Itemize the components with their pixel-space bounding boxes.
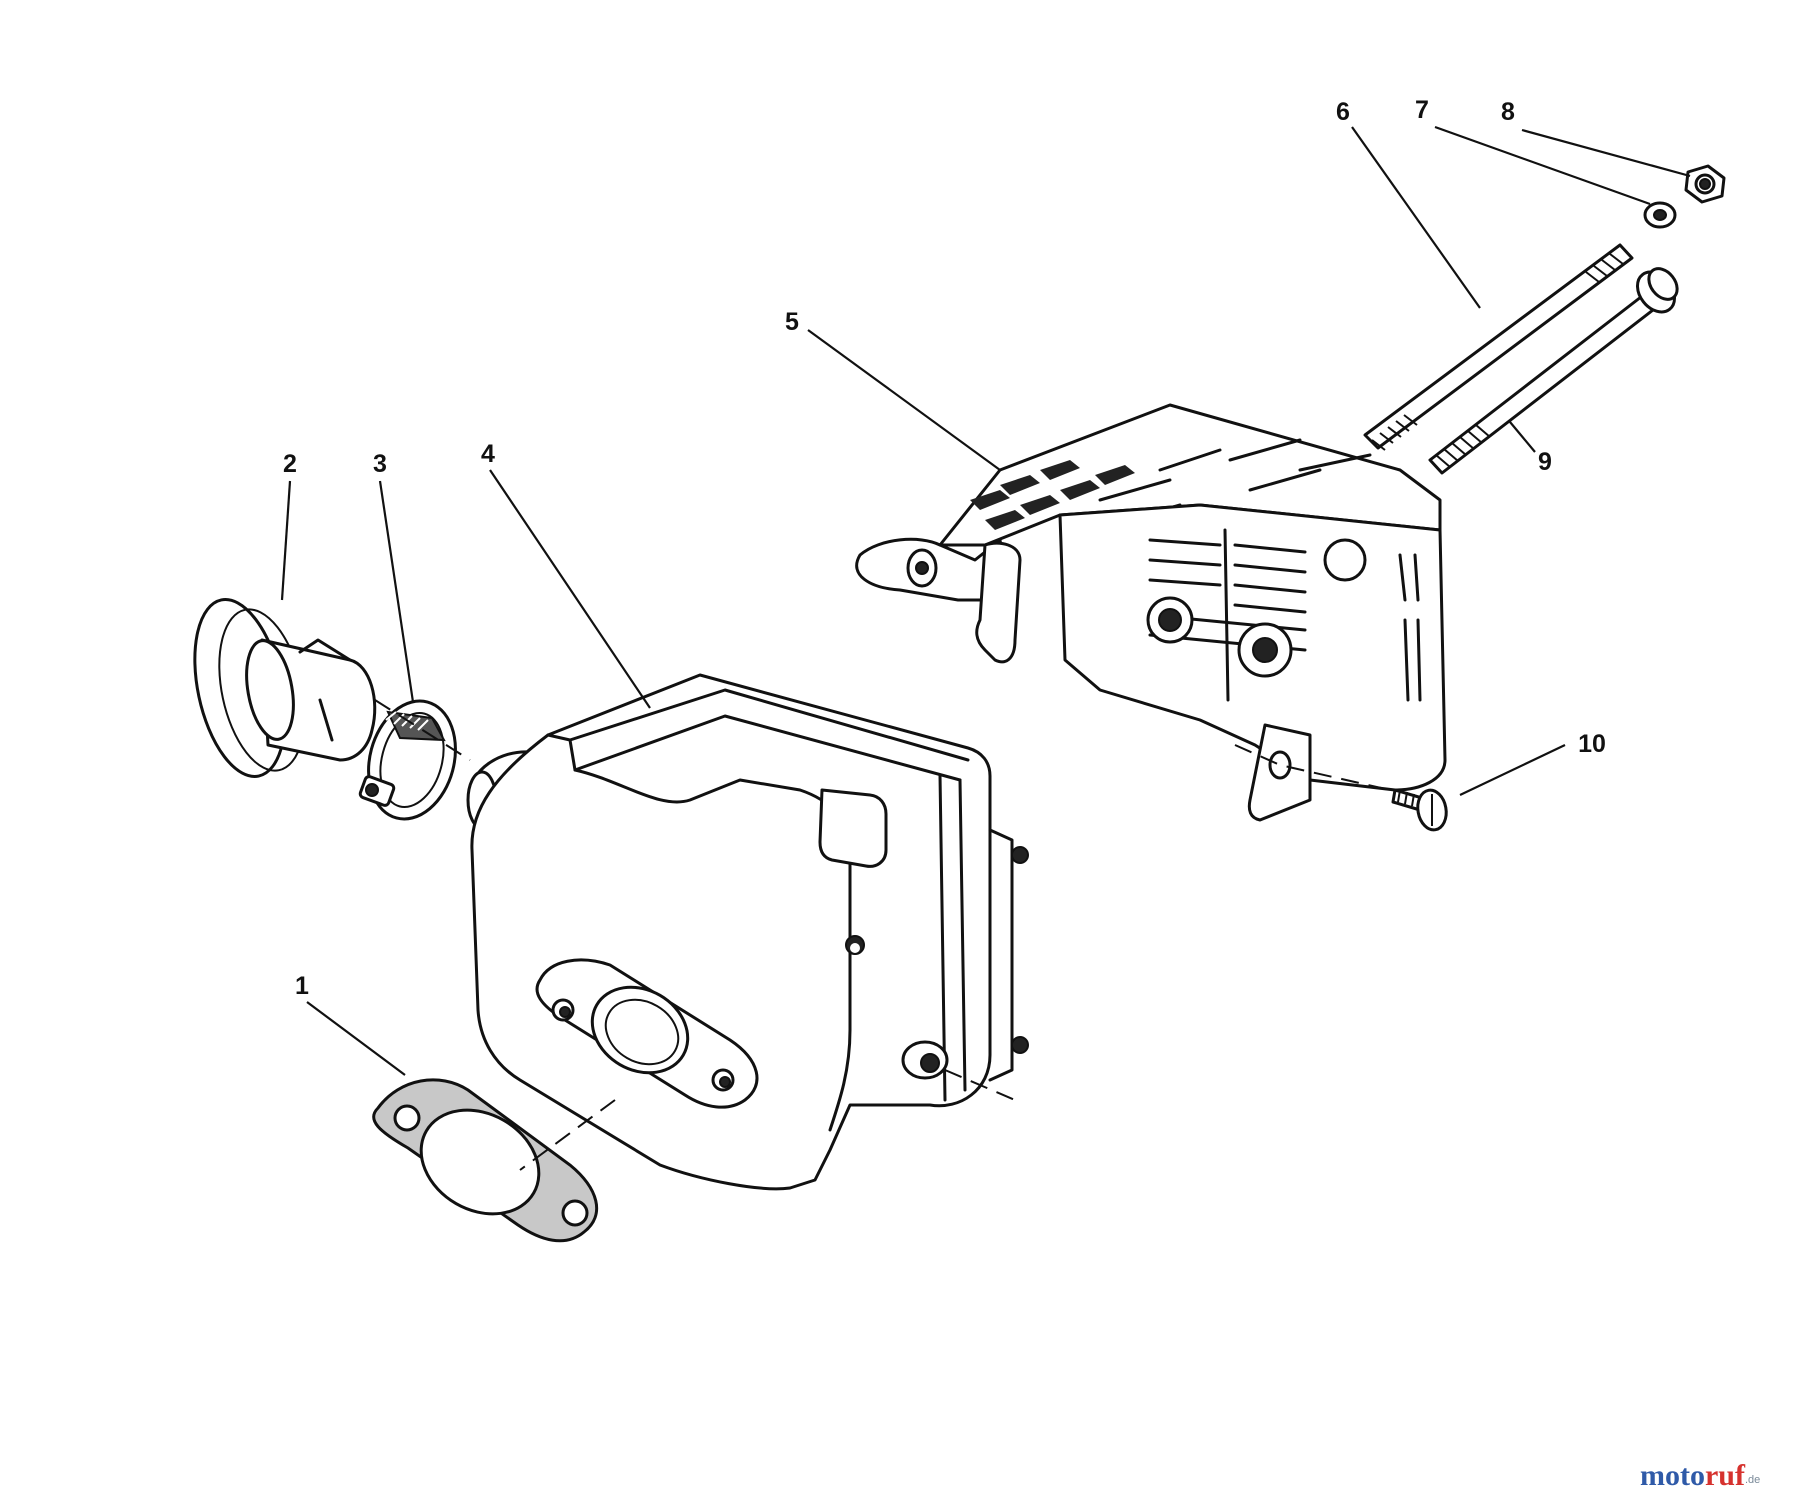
part-2-deflector <box>193 598 377 778</box>
callout-5: 5 <box>785 308 799 336</box>
part-6-stud <box>1363 243 1634 451</box>
part-7-washer <box>1643 201 1677 229</box>
part-5-heat-shield <box>855 403 1447 822</box>
callout-2: 2 <box>283 450 297 478</box>
part-3-clamp <box>358 699 457 821</box>
callout-labels: 1 2 3 4 5 6 7 8 9 10 <box>283 96 1606 1000</box>
callout-3: 3 <box>373 450 387 478</box>
watermark-logo: motoruf.de <box>1640 1459 1760 1492</box>
watermark-text: motoruf.de <box>1640 1459 1760 1492</box>
part-8-nut <box>1684 164 1726 204</box>
leader-lines <box>280 125 1691 1076</box>
callout-6: 6 <box>1336 98 1350 126</box>
part-10-screw <box>1391 788 1448 832</box>
callout-10: 10 <box>1578 730 1606 758</box>
alignment-lines <box>374 699 1391 1171</box>
callout-9: 9 <box>1538 448 1552 476</box>
callout-8: 8 <box>1501 98 1515 126</box>
part-1-gasket <box>372 1078 599 1243</box>
part-4-muffler <box>466 673 1029 1191</box>
callout-7: 7 <box>1415 96 1429 124</box>
callout-1: 1 <box>295 972 309 1000</box>
callout-4: 4 <box>481 440 495 468</box>
part-9-bolt <box>1428 267 1679 475</box>
